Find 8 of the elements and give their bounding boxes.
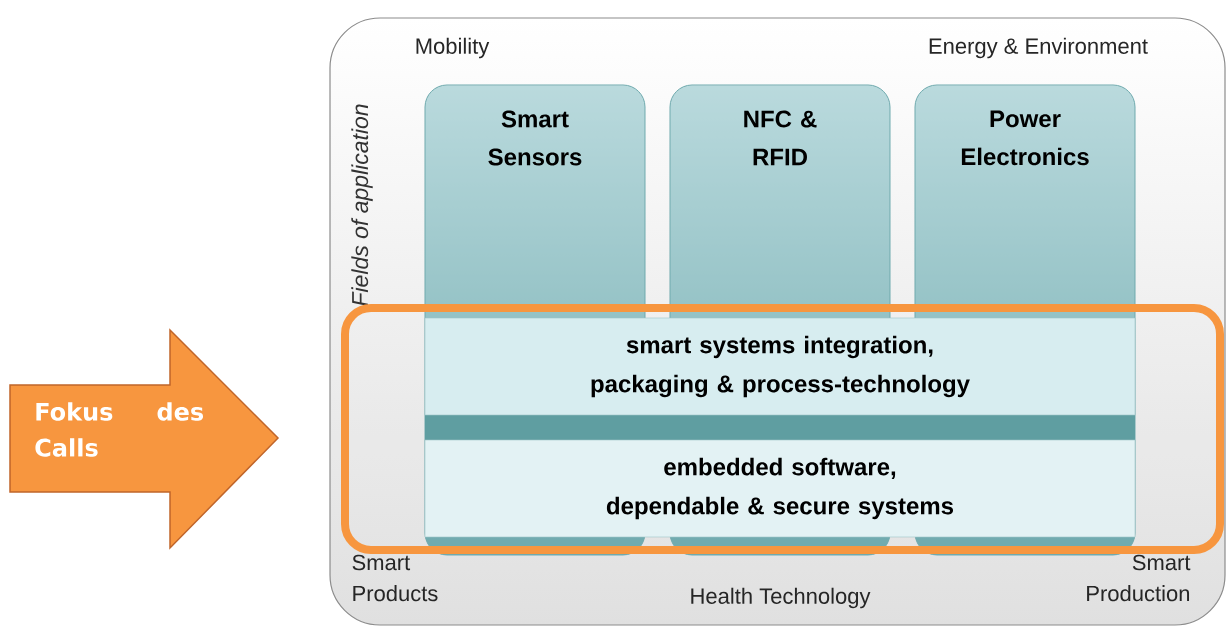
layer-band: smart systems integration, packaging & process-technology — [424, 317, 1136, 416]
field-label: Mobility — [416, 37, 490, 59]
focus-frame — [341, 304, 1224, 554]
field-label: Smart Production — [1087, 554, 1191, 602]
field-label: Energy & Environment — [929, 37, 1148, 59]
layer-band: embedded software, dependable & secure systems — [424, 439, 1136, 538]
field-label: Health Technology — [691, 587, 871, 609]
field-label: Smart Products — [352, 554, 438, 602]
